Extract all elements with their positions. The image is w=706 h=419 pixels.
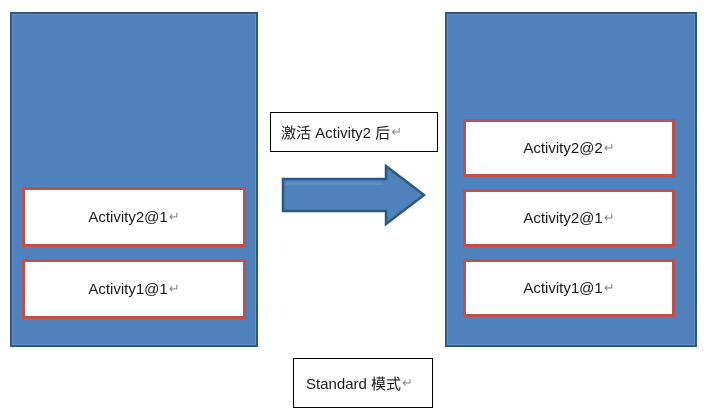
return-mark: ↵ [168, 209, 180, 224]
return-mark: ↵ [603, 280, 615, 295]
activity-card: Activity2@1↵ [463, 189, 675, 247]
activity-card: Activity2@2↵ [463, 119, 675, 177]
return-mark: ↵ [402, 375, 413, 390]
return-mark: ↵ [603, 140, 615, 155]
mode-caption: Standard 模式↵ [293, 358, 433, 408]
activity-card: Activity2@1↵ [22, 187, 246, 247]
activity-card: Activity1@1↵ [22, 259, 246, 319]
return-mark: ↵ [168, 281, 180, 296]
activity-card-label: Activity1@1 [88, 280, 168, 298]
return-mark: ↵ [603, 210, 615, 225]
task-stack-before: Activity2@1↵ Activity1@1↵ [10, 12, 258, 347]
activity-card-label: Activity2@1 [88, 208, 168, 226]
activity-card-label: Activity1@1 [523, 279, 603, 297]
transition-label-text: 激活 Activity2 后 [281, 124, 391, 142]
activity-card: Activity1@1↵ [463, 259, 675, 317]
task-stack-after: Activity2@2↵ Activity2@1↵ Activity1@1↵ [445, 12, 697, 347]
transition-label: 激活 Activity2 后↵ [270, 112, 438, 152]
activity-card-label: Activity2@1 [523, 209, 603, 227]
return-mark: ↵ [391, 124, 403, 139]
right-arrow-shape [281, 163, 427, 227]
mode-caption-text: Standard 模式 [306, 375, 402, 393]
activity-card-label: Activity2@2 [523, 139, 603, 157]
right-arrow-icon [281, 163, 427, 227]
